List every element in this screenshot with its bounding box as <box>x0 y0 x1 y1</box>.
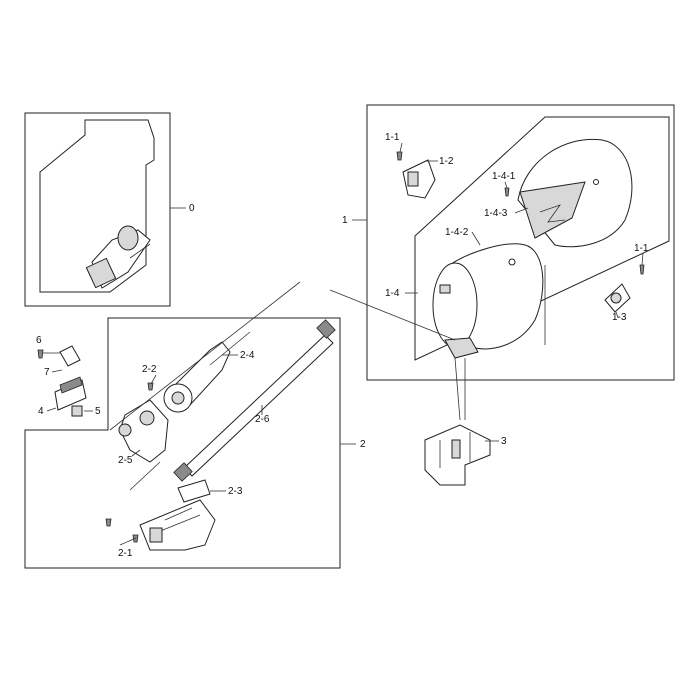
roller-1-3 <box>604 283 631 313</box>
label-7: 7 <box>44 367 50 378</box>
bracket-1-2 <box>402 159 436 199</box>
label-5: 5 <box>95 406 101 417</box>
label-2: 2 <box>360 439 366 450</box>
gearbox-2-5 <box>118 399 169 463</box>
drum-front-1-4-3 <box>517 138 633 248</box>
label-1-4: 1-4 <box>385 288 400 299</box>
label-1-3: 1-3 <box>612 312 627 323</box>
part-5-pad <box>71 405 83 417</box>
label-2-6: 2-6 <box>255 414 270 425</box>
label-1-1-right: 1-1 <box>634 243 649 254</box>
motor-2-4 <box>163 341 231 413</box>
label-2-5: 2-5 <box>118 455 133 466</box>
label-1-4-1: 1-4-1 <box>492 171 516 182</box>
label-1-4-3: 1-4-3 <box>484 208 508 219</box>
bracket-2-1 <box>139 499 216 551</box>
part-4-brush <box>54 376 87 411</box>
label-1-4-2: 1-4-2 <box>445 227 469 238</box>
shaft-2-6 <box>173 319 336 482</box>
label-2-2: 2-2 <box>142 364 157 375</box>
label-4: 4 <box>38 406 44 417</box>
frame-assembly-0 <box>24 112 171 307</box>
label-2-4: 2-4 <box>240 350 255 361</box>
screws-1 <box>396 151 645 275</box>
label-2-3: 2-3 <box>228 486 243 497</box>
frame-assembly-1 <box>366 104 675 381</box>
label-1: 1 <box>342 215 348 226</box>
label-1-2: 1-2 <box>439 156 454 167</box>
screw-6 <box>37 349 44 359</box>
drum-main-1-4 <box>432 243 544 359</box>
label-1-1-top: 1-1 <box>385 132 400 143</box>
bracket-2-3 <box>177 479 211 503</box>
label-2-1: 2-1 <box>118 548 133 559</box>
callout-labels: 0 1 1-1 1-2 1-4-1 1-4-3 1-4-2 1-1 1-4 1-… <box>36 132 649 559</box>
frame-drum-subassembly <box>414 116 670 361</box>
label-6: 6 <box>36 335 42 346</box>
label-0: 0 <box>189 203 195 214</box>
motor-assembly-0 <box>85 225 151 289</box>
label-3: 3 <box>501 436 507 447</box>
bracket-3 <box>424 424 491 486</box>
frame-assembly-2 <box>24 317 341 569</box>
part-7-clip <box>59 345 81 367</box>
leader-lines <box>43 142 644 546</box>
